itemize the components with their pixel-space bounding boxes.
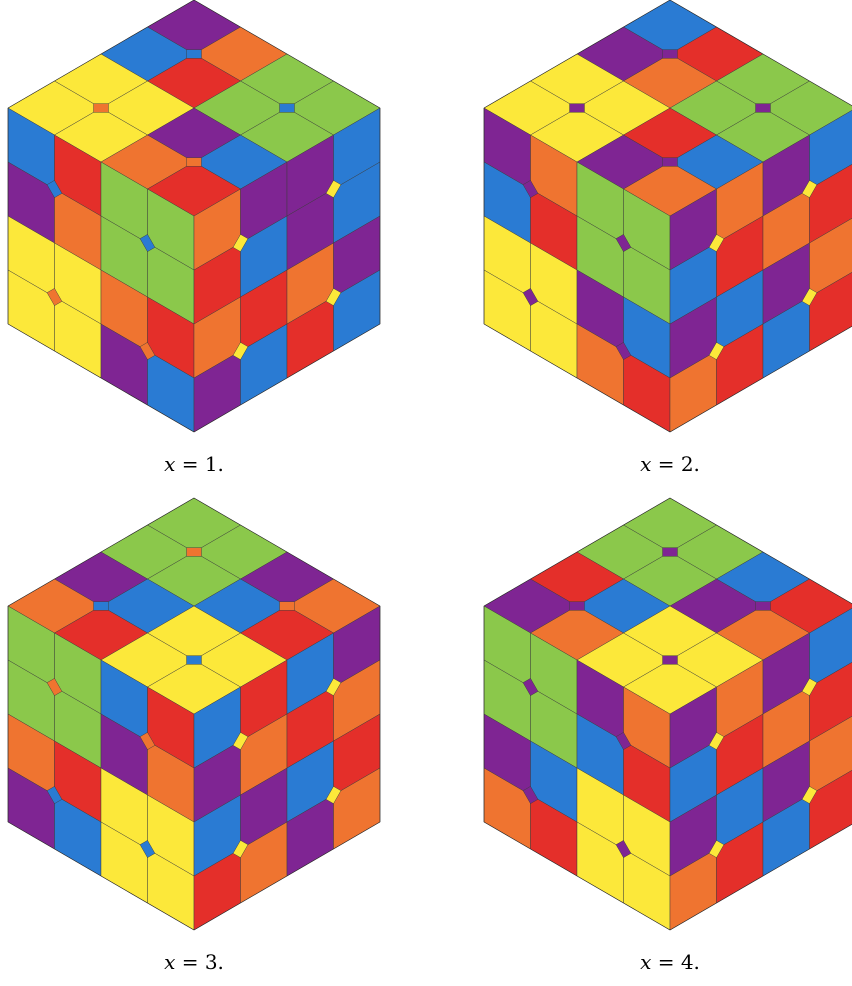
cube-drawing-1: [8, 0, 380, 432]
top-face-hole: [663, 158, 678, 167]
top-face-hole: [187, 50, 202, 59]
caption-variable: x: [164, 452, 175, 476]
top-face-hole: [663, 656, 678, 665]
top-face-hole: [187, 158, 202, 167]
top-face-hole: [570, 602, 585, 611]
cube-panel-2: x = 2.: [484, 0, 852, 488]
top-face-hole: [756, 602, 771, 611]
cube-caption-4: x = 4.: [470, 950, 852, 974]
top-face-hole: [663, 548, 678, 557]
caption-value: = 2.: [651, 452, 700, 476]
cube-panel-4: x = 4.: [484, 498, 852, 986]
top-face-hole: [94, 104, 109, 113]
cube-caption-3: x = 3.: [0, 950, 394, 974]
top-face-hole: [280, 602, 295, 611]
cube-panel-3: x = 3.: [8, 498, 408, 986]
caption-value: = 1.: [175, 452, 224, 476]
cube-panel-1: x = 1.: [8, 0, 408, 488]
caption-variable: x: [640, 452, 651, 476]
top-face-hole: [187, 656, 202, 665]
cube-drawing-4: [484, 498, 852, 930]
caption-variable: x: [164, 950, 175, 974]
top-face-hole: [663, 50, 678, 59]
cube-drawing-2: [484, 0, 852, 432]
caption-variable: x: [640, 950, 651, 974]
cube-caption-2: x = 2.: [470, 452, 852, 476]
caption-value: = 4.: [651, 950, 700, 974]
cube-drawing-3: [8, 498, 380, 930]
cube-caption-1: x = 1.: [0, 452, 394, 476]
top-face-hole: [187, 548, 202, 557]
caption-value: = 3.: [175, 950, 224, 974]
top-face-hole: [570, 104, 585, 113]
top-face-hole: [280, 104, 295, 113]
top-face-hole: [756, 104, 771, 113]
top-face-hole: [94, 602, 109, 611]
